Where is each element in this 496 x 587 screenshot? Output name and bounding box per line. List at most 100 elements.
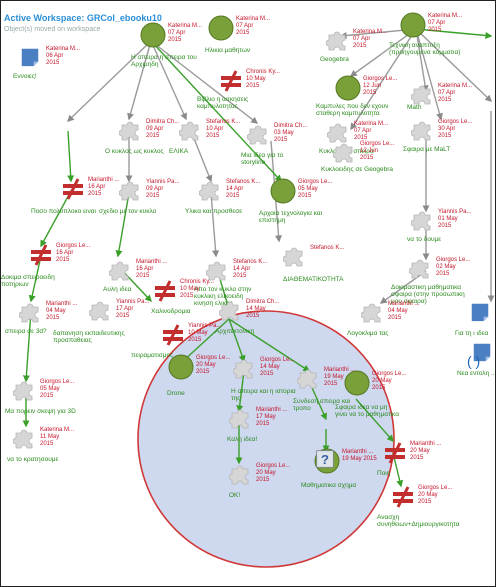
node-author: Marianthi ... bbox=[342, 449, 374, 455]
puzzle-piece-icon[interactable] bbox=[411, 85, 431, 105]
puzzle-piece-icon[interactable] bbox=[199, 181, 219, 201]
node-label: σχεδιο με τον κυκλο bbox=[99, 208, 157, 215]
puzzle-piece-icon[interactable] bbox=[333, 143, 353, 163]
con-argument-icon[interactable] bbox=[219, 69, 243, 93]
puzzle-piece-icon[interactable] bbox=[119, 181, 139, 201]
question-circle-icon[interactable] bbox=[270, 178, 296, 204]
idea-node-n43[interactable]: Νεα εντολη ... bbox=[457, 343, 496, 377]
node-date: 14 May bbox=[246, 306, 266, 312]
puzzle-piece-icon[interactable] bbox=[283, 247, 303, 267]
puzzle-piece-icon[interactable] bbox=[206, 261, 226, 281]
note-icon[interactable] bbox=[471, 303, 489, 322]
question-circle-icon[interactable] bbox=[335, 75, 361, 101]
puzzle-piece-icon[interactable] bbox=[247, 125, 267, 145]
puzzle-piece-icon[interactable] bbox=[411, 211, 431, 231]
node-date: 2015 bbox=[274, 137, 288, 143]
puzzle-piece-icon[interactable] bbox=[19, 303, 39, 323]
puzzle-piece-icon[interactable] bbox=[89, 301, 109, 321]
con-argument-icon[interactable] bbox=[61, 177, 85, 201]
node-author: Marianthi ... bbox=[256, 407, 288, 413]
idea-node-n23[interactable]: Stefanos K...ΔΙΑΘΕΜΑΤΙΚΟΤΗΤΑ bbox=[283, 245, 345, 283]
question-image-icon[interactable] bbox=[316, 450, 334, 468]
node-label: Math bbox=[407, 104, 422, 111]
puzzle-piece-icon[interactable] bbox=[326, 31, 346, 51]
node-date: 07 Apr bbox=[353, 36, 370, 42]
puzzle-piece-icon[interactable] bbox=[411, 121, 431, 141]
puzzle-piece-icon[interactable] bbox=[229, 465, 249, 485]
puzzle-piece-icon[interactable] bbox=[229, 409, 249, 429]
puzzle-piece-icon[interactable] bbox=[13, 381, 33, 401]
node-date: 09 Apr bbox=[146, 186, 163, 192]
node-date: 20 May bbox=[196, 362, 216, 368]
puzzle-piece-icon[interactable] bbox=[361, 303, 381, 323]
node-date: 20 May bbox=[256, 470, 276, 476]
puzzle-piece-icon[interactable] bbox=[179, 121, 199, 141]
node-author: Giorgos Le... bbox=[260, 357, 295, 363]
question-circle-icon[interactable] bbox=[168, 354, 194, 380]
puzzle-piece-icon[interactable] bbox=[297, 369, 317, 389]
con-argument-icon[interactable] bbox=[391, 485, 415, 509]
puzzle-piece-icon[interactable] bbox=[233, 359, 253, 379]
question-circle-icon[interactable] bbox=[400, 12, 426, 38]
node-label: Χαλινοδρομια bbox=[151, 308, 191, 315]
con-argument-icon[interactable] bbox=[161, 323, 185, 347]
note-icon[interactable] bbox=[21, 48, 39, 67]
puzzle-piece-icon[interactable] bbox=[109, 261, 129, 281]
node-date: 2015 bbox=[146, 133, 160, 139]
question-circle-icon[interactable] bbox=[344, 370, 370, 396]
question-circle-icon[interactable] bbox=[140, 22, 166, 48]
puzzle-piece-icon[interactable] bbox=[409, 259, 429, 279]
idea-node-n31[interactable]: Giorgos Le...04Για τη ι ιδεα bbox=[455, 301, 496, 337]
con-argument-icon[interactable] bbox=[153, 279, 177, 303]
question-circle-icon[interactable] bbox=[208, 15, 234, 41]
puzzle-piece-icon[interactable] bbox=[13, 429, 33, 449]
con-argument-icon[interactable] bbox=[29, 243, 53, 267]
puzzle-piece-icon[interactable] bbox=[327, 123, 347, 143]
puzzle-piece-icon[interactable] bbox=[219, 301, 239, 321]
node-date: 14 May bbox=[260, 364, 280, 370]
puzzle-piece-icon[interactable] bbox=[119, 121, 139, 141]
node-date: 2015 bbox=[260, 371, 274, 377]
node-label: Λογοκλιμα τας bbox=[347, 330, 388, 337]
